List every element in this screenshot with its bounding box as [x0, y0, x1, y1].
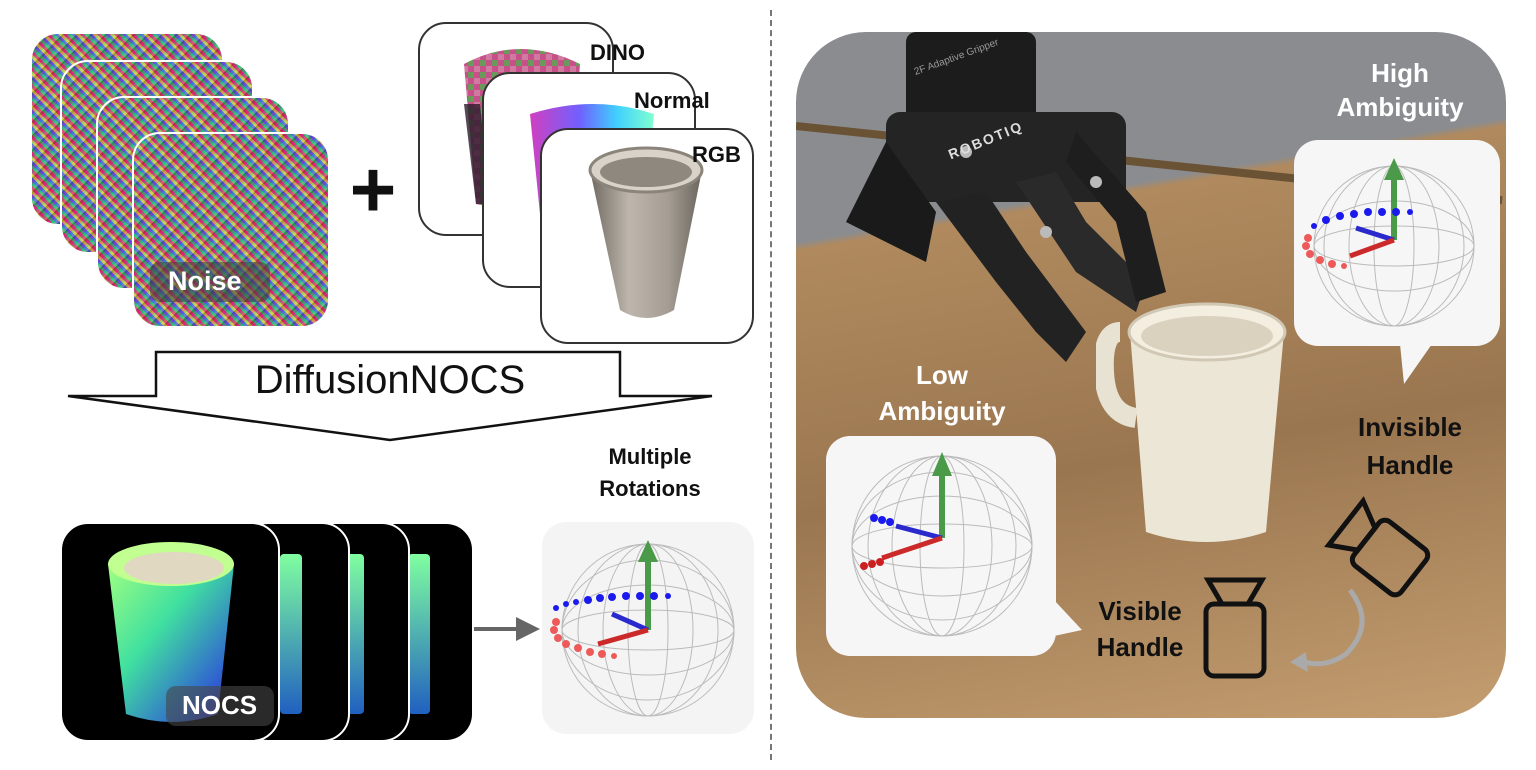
nocs-card-1: [60, 522, 280, 742]
rgb-cup-image: [588, 146, 704, 318]
high-ambiguity-line2: Ambiguity: [1336, 92, 1464, 122]
normal-label: Normal: [634, 88, 710, 113]
diffusion-arrow: [67, 350, 713, 442]
noise-label-backdrop: [150, 262, 270, 302]
low-ambiguity-pointer: [1054, 600, 1082, 636]
invisible-handle-camera-icon: [1324, 496, 1431, 598]
mug: [1096, 302, 1287, 542]
high-ambiguity-line1: High: [1371, 58, 1429, 88]
invisible-handle-line2: Handle: [1366, 450, 1454, 480]
low-ambiguity-line2: Ambiguity: [878, 396, 1006, 426]
dino-label: DINO: [590, 40, 645, 65]
visible-handle-line2: Handle: [1096, 632, 1184, 662]
visible-handle-camera-icon: [1203, 577, 1267, 679]
high-ambiguity-pointer: [1400, 344, 1432, 384]
high-ambiguity-bubble: [1294, 140, 1500, 346]
viewpoint-change-arrow: [1290, 588, 1365, 672]
rotations-label-line1: Multiple: [608, 444, 692, 469]
rotations-sphere-card: [542, 522, 754, 734]
nocs-label: NOCS: [182, 690, 258, 720]
visible-handle-line1: Visible: [1098, 596, 1182, 626]
nocs-label-backdrop: [166, 686, 274, 726]
rotations-label-line2: Rotations: [599, 476, 701, 501]
invisible-handle-line1: Invisible: [1357, 412, 1463, 442]
plus-symbol: +: [349, 145, 397, 234]
low-ambiguity-sphere: [851, 452, 1033, 637]
high-ambiguity-sphere: [1302, 158, 1475, 327]
noise-label: Noise: [168, 266, 242, 296]
low-ambiguity-bubble: [826, 436, 1056, 656]
model-name: DiffusionNOCS: [254, 358, 526, 402]
rgb-label: RGB: [692, 142, 741, 167]
nocs-cup-image: [108, 542, 234, 722]
rgb-card: [540, 128, 754, 344]
robot-gripper: [846, 32, 1166, 362]
low-ambiguity-line1: Low: [916, 360, 968, 390]
output-arrow: [474, 617, 540, 641]
panel-divider: [770, 10, 772, 760]
rotations-sphere: [550, 540, 735, 717]
